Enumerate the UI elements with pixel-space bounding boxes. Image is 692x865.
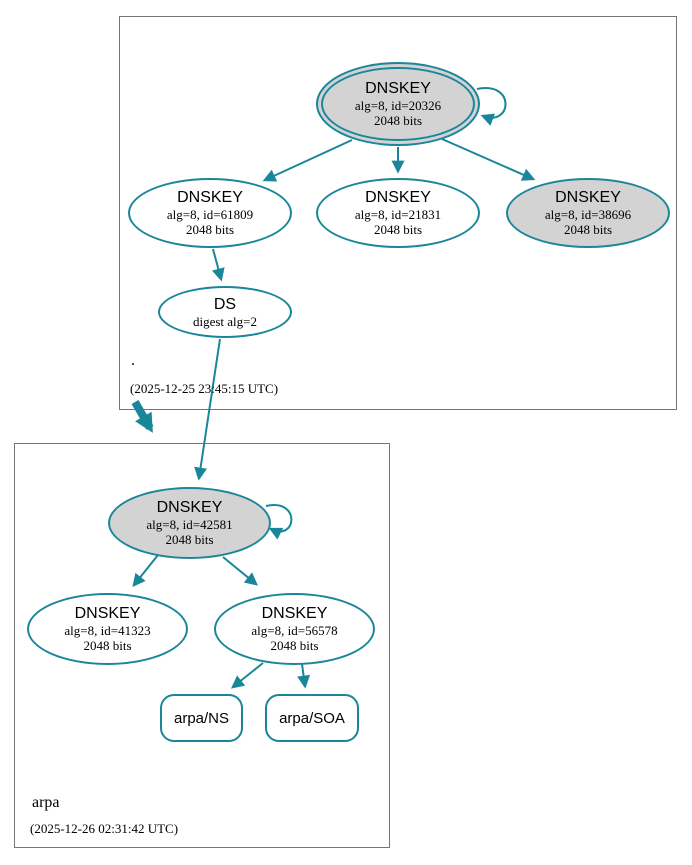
node-title: DNSKEY bbox=[261, 605, 328, 622]
node-bits: 2048 bits bbox=[373, 222, 423, 237]
rrset-arpa-soa[interactable]: arpa/SOA bbox=[265, 694, 359, 742]
node-bits: 2048 bits bbox=[83, 638, 132, 653]
rrset-arpa-ns[interactable]: arpa/NS bbox=[160, 694, 243, 742]
node-alg: alg=8, id=21831 bbox=[354, 207, 442, 222]
node-alg: alg=8, id=41323 bbox=[64, 623, 151, 638]
node-bits: 2048 bits bbox=[270, 638, 319, 653]
arpa-zone-box bbox=[14, 443, 390, 848]
node-bits: 2048 bits bbox=[165, 532, 214, 547]
node-title: DNSKEY bbox=[156, 499, 223, 516]
edge-arpa-ksk-self-sign bbox=[265, 504, 293, 540]
root-zone-label: . bbox=[131, 352, 135, 369]
edge-zsk-56578-to-soa-rrset bbox=[297, 663, 311, 689]
node-alg: alg=8, id=20326 bbox=[354, 98, 442, 113]
node-title: DS bbox=[213, 295, 237, 313]
node-title: DNSKEY bbox=[177, 189, 243, 206]
edge-root-ksk-self-sign bbox=[476, 87, 507, 126]
node-arpa-zsk-41323[interactable]: DNSKEY alg=8, id=41323 2048 bits bbox=[27, 593, 188, 665]
node-arpa-zsk-56578[interactable]: DNSKEY alg=8, id=56578 2048 bits bbox=[214, 593, 375, 665]
node-alg: alg=8, id=56578 bbox=[251, 623, 338, 638]
node-root-dnskey-38696[interactable]: DNSKEY alg=8, id=38696 2048 bits bbox=[506, 178, 670, 248]
node-bits: 2048 bits bbox=[563, 222, 613, 237]
root-zone-box bbox=[119, 16, 677, 410]
rrset-label: arpa/SOA bbox=[279, 709, 345, 727]
edge-arpa-ksk-to-zsk-56578 bbox=[222, 556, 259, 586]
node-bits: 2048 bits bbox=[373, 113, 423, 128]
node-ds[interactable]: DS digest alg=2 bbox=[158, 286, 292, 338]
edge-zsk-56578-to-ns-rrset bbox=[230, 662, 264, 689]
node-alg: alg=8, id=61809 bbox=[166, 207, 254, 222]
node-alg: alg=8, id=38696 bbox=[544, 207, 632, 222]
node-root-ksk-20326[interactable]: DNSKEY alg=8, id=20326 2048 bits bbox=[316, 62, 480, 146]
edge-zsk-61809-to-ds bbox=[212, 248, 225, 282]
node-arpa-ksk-42581[interactable]: DNSKEY alg=8, id=42581 2048 bits bbox=[108, 487, 271, 559]
edge-arpa-ksk-to-zsk-41323 bbox=[132, 554, 159, 588]
node-alg: alg=8, id=42581 bbox=[146, 517, 233, 532]
node-title: DNSKEY bbox=[365, 189, 431, 206]
node-digest: digest alg=2 bbox=[192, 313, 258, 329]
edge-root-to-arpa-delegation bbox=[131, 400, 154, 433]
rrset-label: arpa/NS bbox=[173, 709, 230, 727]
edge-root-ksk-to-dnskey-38696 bbox=[441, 138, 536, 181]
node-root-zsk-61809[interactable]: DNSKEY alg=8, id=61809 2048 bits bbox=[128, 178, 292, 248]
node-title: DNSKEY bbox=[555, 189, 621, 206]
root-zone-timestamp: (2025-12-25 23:45:15 UTC) bbox=[130, 381, 279, 396]
node-title: DNSKEY bbox=[74, 605, 141, 622]
node-title: DNSKEY bbox=[365, 80, 431, 97]
edge-root-ksk-to-zsk-61809 bbox=[262, 139, 353, 182]
arpa-zone-label: arpa bbox=[32, 794, 60, 811]
node-bits: 2048 bits bbox=[185, 222, 235, 237]
node-root-zsk-21831[interactable]: DNSKEY alg=8, id=21831 2048 bits bbox=[316, 178, 480, 248]
arpa-zone-timestamp: (2025-12-26 02:31:42 UTC) bbox=[30, 821, 179, 836]
edge-ds-to-arpa-ksk bbox=[194, 338, 221, 481]
